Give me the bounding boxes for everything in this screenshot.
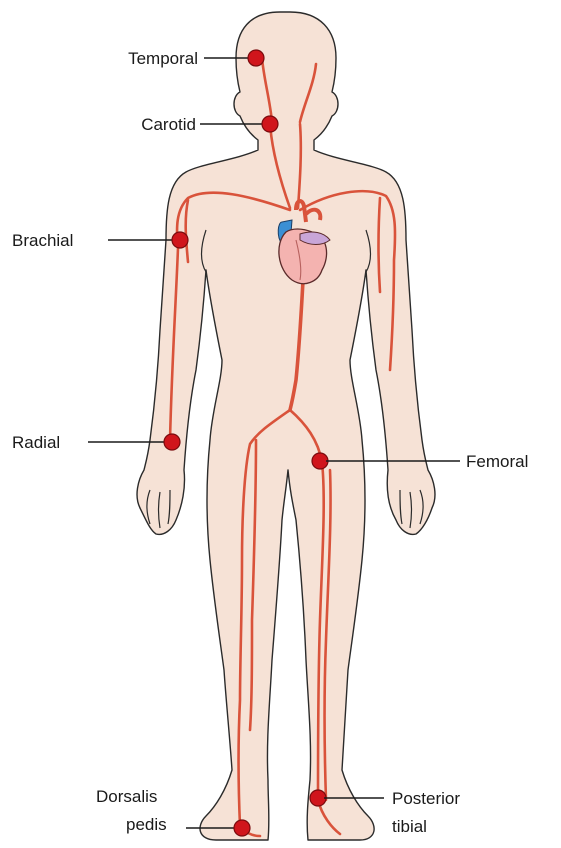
dorsalis-pedis-label-line1: Dorsalis: [96, 787, 157, 806]
posterior-tibial-pulse-dot[interactable]: [310, 790, 326, 806]
dorsalis-pedis-label-line2: pedis: [126, 815, 167, 834]
radial-pulse-dot[interactable]: [164, 434, 180, 450]
posterior-tibial-label-line2: tibial: [392, 817, 427, 836]
dorsalis-pedis-pulse-dot[interactable]: [234, 820, 250, 836]
temporal-label: Temporal: [128, 49, 198, 68]
femoral-pulse-dot[interactable]: [312, 453, 328, 469]
posterior-tibial-label-line1: Posterior: [392, 789, 460, 808]
carotid-pulse-dot[interactable]: [262, 116, 278, 132]
brachial-pulse-dot[interactable]: [172, 232, 188, 248]
carotid-label: Carotid: [141, 115, 196, 134]
pulse-point-brachial[interactable]: Brachial: [12, 231, 188, 250]
femoral-label: Femoral: [466, 452, 528, 471]
brachial-label: Brachial: [12, 231, 73, 250]
radial-label: Radial: [12, 433, 60, 452]
body-silhouette: [137, 12, 435, 840]
temporal-pulse-dot[interactable]: [248, 50, 264, 66]
